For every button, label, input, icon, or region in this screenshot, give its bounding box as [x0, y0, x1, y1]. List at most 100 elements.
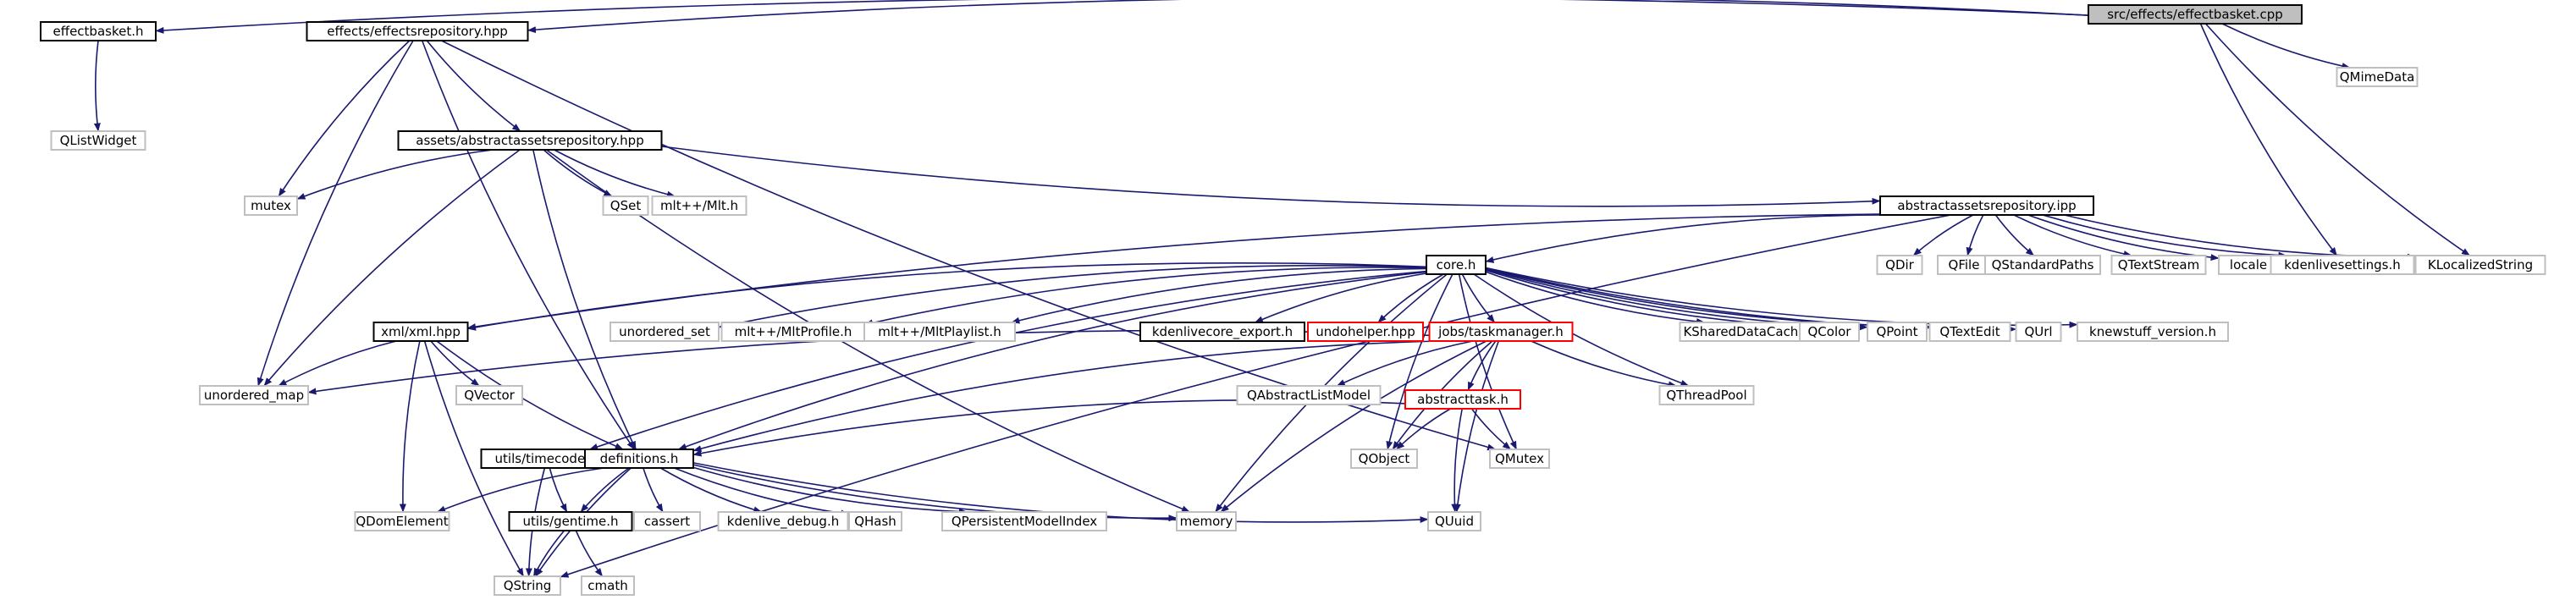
node-definitions[interactable]: definitions.h: [584, 449, 694, 469]
node-box: [372, 322, 469, 342]
edge-definitions-to-qhash: [674, 467, 850, 517]
node-label: QSet: [610, 198, 642, 213]
node-label: QTextEdit: [1939, 324, 2000, 339]
edge-absrepo_ipp-to-qstring: [560, 214, 1951, 578]
edge-core_h-to-mltprofile: [864, 267, 1427, 327]
node-label: QObject: [1359, 451, 1410, 466]
edge-abstracttask-to-qmutex: [1470, 408, 1512, 450]
node-box: [199, 385, 309, 405]
node-abstracttask[interactable]: abstracttask.h: [1404, 389, 1521, 410]
node-label: kdenlive_debug.h: [727, 514, 839, 530]
node-box: [863, 322, 1016, 342]
node-box: [1236, 385, 1382, 405]
node-kdensettings: kdenlivesettings.h: [2270, 255, 2415, 275]
node-taskmanager[interactable]: jobs/taskmanager.h: [1428, 322, 1574, 342]
node-label: QFile: [1949, 257, 1980, 272]
edges-layer: [93, 0, 2470, 578]
node-label: QColor: [1808, 324, 1852, 339]
node-label: abstracttask.h: [1417, 392, 1509, 407]
node-label: memory: [1180, 514, 1233, 529]
node-label: cmath: [587, 578, 627, 593]
node-label: QAbstractListModel: [1247, 388, 1371, 403]
node-undohelper[interactable]: undohelper.hpp: [1307, 322, 1424, 342]
node-qpersistent: QPersistentModelIndex: [941, 511, 1107, 531]
edge-core_h-to-kshared: [1485, 271, 1705, 325]
node-absrepo_hpp[interactable]: assets/abstractassetsrepository.hpp: [397, 130, 663, 151]
node-qstdpaths: QStandardPaths: [1984, 255, 2101, 275]
node-label: KLocalizedString: [2428, 257, 2533, 272]
node-effectbasket_h[interactable]: effectbasket.h: [40, 21, 157, 41]
node-box: [397, 130, 663, 151]
node-label: QPersistentModelIndex: [952, 514, 1097, 529]
edge-taskmanager-to-qthreadpool: [1531, 340, 1677, 388]
node-qmimedata: QMimeData: [2336, 67, 2419, 87]
edge-core_h-to-qmutex: [1458, 273, 1518, 450]
node-label: unordered_map: [204, 388, 304, 404]
node-label: abstractassetsrepository.ipp: [1897, 198, 2076, 213]
node-label: QUuid: [1435, 514, 1474, 529]
node-label: QStandardPaths: [1992, 257, 2094, 272]
edge-absrepo_hpp-to-unordered_map: [263, 149, 521, 387]
edge-core_h-to-unordered_set: [718, 265, 1427, 329]
node-box: [1428, 322, 1574, 342]
edge-effectsrepo-to-mutex: [278, 40, 411, 197]
edge-absrepo_hpp-to-mutex: [296, 149, 494, 200]
edge-core_h-to-knewstuff: [1485, 267, 2078, 328]
node-absrepo_ipp[interactable]: abstractassetsrepository.ipp: [1879, 195, 2094, 216]
edge-root-to-effectsrepo: [527, 0, 2089, 34]
node-kdencore_export[interactable]: kdenlivecore_export.h: [1139, 322, 1305, 342]
node-box: [1658, 385, 1755, 405]
node-qcolor: QColor: [1799, 322, 1860, 342]
node-utils_gentime[interactable]: utils/gentime.h: [508, 511, 633, 531]
node-label: mlt++/Mlt.h: [660, 198, 738, 213]
node-qpoint: QPoint: [1867, 322, 1928, 342]
edge-absrepo_hpp-to-mlt: [554, 149, 676, 198]
node-root[interactable]: src/effects/effectbasket.cpp: [2088, 4, 2303, 25]
edge-taskmanager-to-quuid: [1453, 340, 1500, 513]
node-qmutex: QMutex: [1489, 449, 1550, 469]
node-label: mutex: [251, 198, 291, 213]
node-label: QVector: [464, 388, 515, 403]
node-label: effects/effectsrepository.hpp: [327, 24, 508, 39]
edge-absrepo_ipp-to-qfile: [1966, 214, 1984, 256]
nodes-layer: src/effects/effectbasket.cpp effectbasket…: [40, 4, 2546, 596]
edge-effectsrepo-to-definitions: [421, 40, 635, 450]
node-qset: QSet: [602, 195, 649, 216]
edge-core_h-to-kdencore_export: [1254, 272, 1427, 323]
node-box: [50, 130, 146, 151]
node-box: [2088, 4, 2303, 25]
node-qabslistmodel: QAbstractListModel: [1236, 385, 1382, 405]
node-label: xml/xml.hpp: [381, 324, 461, 339]
edge-xml_hpp-to-definitions: [436, 340, 624, 450]
node-box: [610, 322, 720, 342]
node-label: unordered_set: [619, 324, 710, 340]
node-box: [244, 195, 298, 216]
node-qvector: QVector: [455, 385, 523, 405]
node-box: [1867, 322, 1928, 342]
node-label: kdenlivesettings.h: [2284, 257, 2400, 272]
node-label: src/effects/effectbasket.cpp: [2107, 7, 2283, 22]
node-box: [581, 575, 635, 596]
edge-effectsrepo-to-absrepo_hpp: [426, 40, 521, 132]
node-label: QDomElement: [356, 514, 448, 529]
node-mlt: mlt++/Mlt.h: [651, 195, 747, 216]
node-core_h[interactable]: core.h: [1426, 255, 1487, 275]
node-label: assets/abstractassetsrepository.hpp: [416, 133, 643, 148]
node-box: [455, 385, 523, 405]
node-box: [633, 511, 701, 531]
edge-utils_gentime-to-cmath: [575, 530, 604, 577]
node-label: cassert: [644, 514, 690, 529]
node-box: [1176, 511, 1237, 531]
node-box: [848, 511, 902, 531]
node-qhash: QHash: [848, 511, 902, 531]
node-label: kdenlivecore_export.h: [1152, 324, 1293, 340]
node-box: [2077, 322, 2229, 342]
node-label: knewstuff_version.h: [2089, 324, 2216, 340]
node-locale: locale: [2218, 255, 2279, 275]
edge-absrepo_hpp-to-qset: [543, 149, 613, 197]
node-label: utils/timecode.h: [495, 451, 598, 466]
node-xml_hpp[interactable]: xml/xml.hpp: [372, 322, 469, 342]
node-effectsrepo[interactable]: effects/effectsrepository.hpp: [306, 21, 529, 41]
node-box: [508, 511, 633, 531]
node-box: [1984, 255, 2101, 275]
